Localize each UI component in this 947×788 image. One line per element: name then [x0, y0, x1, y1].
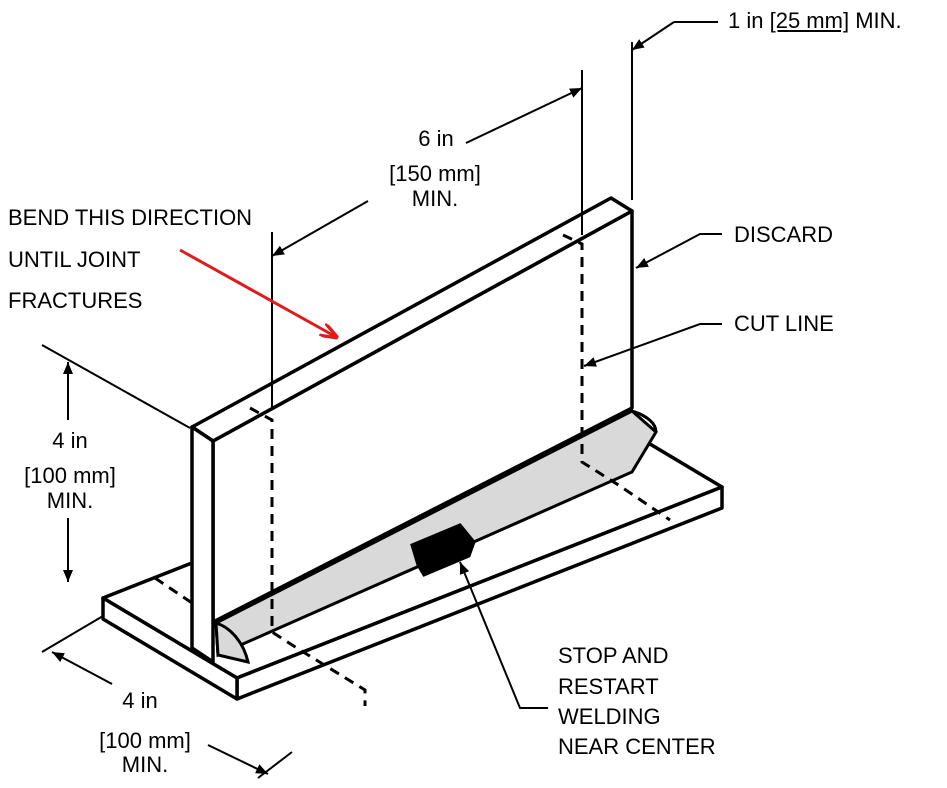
dim-height-metric: [100 mm]: [24, 463, 116, 488]
dim-length-arrow-right: [465, 87, 583, 144]
web-plate-end-face: [190, 425, 215, 664]
dim-base-min: MIN.: [121, 752, 169, 777]
dim-top-label: 1 in [25 mm] MIN.: [728, 10, 902, 32]
dim-length-arrow-left: [271, 200, 369, 257]
cut-lines: [154, 233, 671, 706]
dim-length-graphics: [271, 70, 583, 410]
dim-base-arrow-left: [51, 651, 113, 685]
dim-top-graphics: [631, 21, 718, 200]
bend-note-line2: UNTIL JOINT: [8, 247, 141, 272]
stop-note-line2: RESTART: [558, 674, 659, 699]
stop-note-line3: WELDING: [558, 704, 661, 729]
stop-restart-leader: [459, 561, 548, 709]
bend-note-line1: BEND THIS DIRECTION: [8, 205, 253, 230]
base-hidden-line: [154, 576, 193, 605]
bend-direction-arrow: [179, 248, 338, 338]
dim-length-min: MIN.: [411, 186, 459, 211]
dim-top-metric: [25 mm]: [769, 8, 850, 33]
dim-base-extension-left: [41, 615, 104, 653]
cut-line-left: [249, 406, 367, 706]
dim-base-graphics: [41, 615, 293, 779]
dim-base-extension-right: [257, 751, 293, 779]
cut-line-right: [562, 233, 671, 522]
dim-base-metric: [100 mm]: [99, 728, 191, 753]
dim-base-arrow-right: [207, 744, 269, 775]
web-plate: [190, 196, 634, 664]
leaders: [459, 233, 722, 709]
discard-leader: [635, 233, 722, 269]
dim-height-graphics: [41, 344, 191, 582]
weld-bead-far-end: [631, 409, 658, 433]
weld-stop-restart-zone: [410, 523, 476, 577]
cut-line-leader: [583, 323, 722, 367]
dim-height-value: 4 in: [52, 428, 88, 453]
dim-top-min: MIN.: [855, 8, 902, 33]
dim-top-arrow: [631, 21, 675, 51]
stop-note-line4: NEAR CENTER: [558, 734, 716, 759]
dim-top-value: 1 in: [728, 8, 764, 33]
dim-height-min: MIN.: [46, 488, 94, 513]
weld-bead-end-cap: [214, 620, 250, 665]
dim-height-extension-top: [41, 344, 191, 429]
fillet-weld-bead: [214, 409, 658, 665]
dim-length-metric: [150 mm]: [389, 161, 481, 186]
bend-note-line3: FRACTURES: [8, 288, 143, 313]
discard-label: DISCARD: [734, 222, 834, 247]
stop-note-line1: STOP AND: [558, 643, 669, 668]
dim-base-value: 4 in: [122, 688, 158, 713]
cut-line-label: CUT LINE: [734, 311, 834, 336]
dim-length-value: 6 in: [418, 126, 454, 151]
base-plate-side-face: [101, 596, 239, 701]
